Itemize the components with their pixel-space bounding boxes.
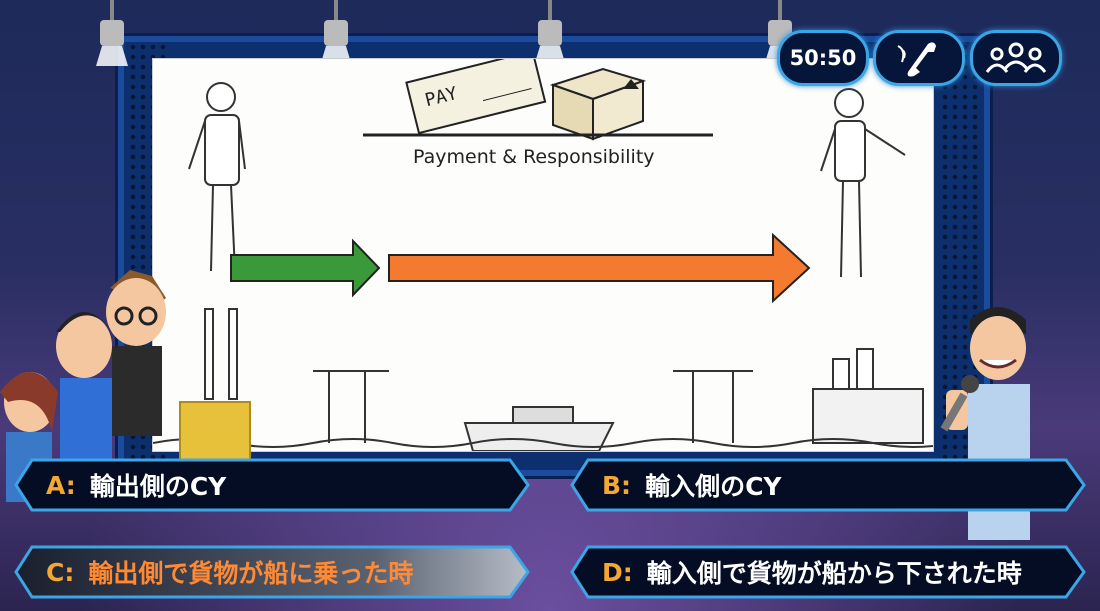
- phone-icon: [897, 42, 936, 77]
- fifty-fifty-lifeline[interactable]: 50:50: [777, 30, 869, 86]
- presentation-screen: PAY Payment & Responsibility: [152, 58, 934, 452]
- answer-b-text: 輸入側のCY: [645, 472, 782, 501]
- exporter-figure: [188, 82, 246, 272]
- answer-a[interactable]: A: 輸出側のCY: [12, 457, 532, 513]
- phone-lifeline[interactable]: [873, 30, 965, 86]
- spotlight-icon: [96, 0, 128, 66]
- answer-b-shape: [570, 458, 1086, 512]
- orange-arrow: [388, 232, 811, 304]
- contestant-man-blue: [56, 312, 112, 478]
- answer-d-shape: [570, 545, 1086, 599]
- screen-caption: Payment & Responsibility: [413, 146, 655, 168]
- answer-a-text: 輸出側のCY: [89, 472, 227, 501]
- answer-c-shape: [14, 545, 530, 599]
- water-line: [153, 438, 933, 448]
- pay-check-icon: PAY: [405, 59, 547, 135]
- answer-d-text: 輸入側で貨物が船から下された時: [646, 559, 1022, 588]
- contestant-man-glasses: [106, 270, 166, 436]
- importer-figure: [820, 88, 906, 278]
- answer-b-letter: B:: [602, 470, 632, 500]
- answer-c-letter: C:: [46, 557, 75, 587]
- whiteboard-illustration: PAY Payment & Responsibility: [153, 59, 933, 451]
- audience-lifeline[interactable]: [970, 30, 1062, 86]
- answer-a-shape: [14, 458, 530, 512]
- answer-c[interactable]: C: 輸出側で貨物が船に乗った時: [12, 544, 532, 600]
- answer-c-text: 輸出側で貨物が船に乗った時: [88, 559, 414, 588]
- microphone-icon: [940, 375, 979, 432]
- fifty-fifty-label: 50:50: [789, 46, 857, 70]
- port-scene: [204, 308, 924, 451]
- answer-d-letter: D:: [602, 557, 633, 587]
- answer-a-letter: A:: [46, 470, 76, 500]
- audience-icon: [985, 42, 1047, 73]
- answer-d[interactable]: D: 輸入側で貨物が船から下された時: [568, 544, 1088, 600]
- green-arrow: [230, 238, 381, 298]
- cargo-box-icon: [549, 67, 647, 141]
- answer-b[interactable]: B: 輸入側のCY: [568, 457, 1088, 513]
